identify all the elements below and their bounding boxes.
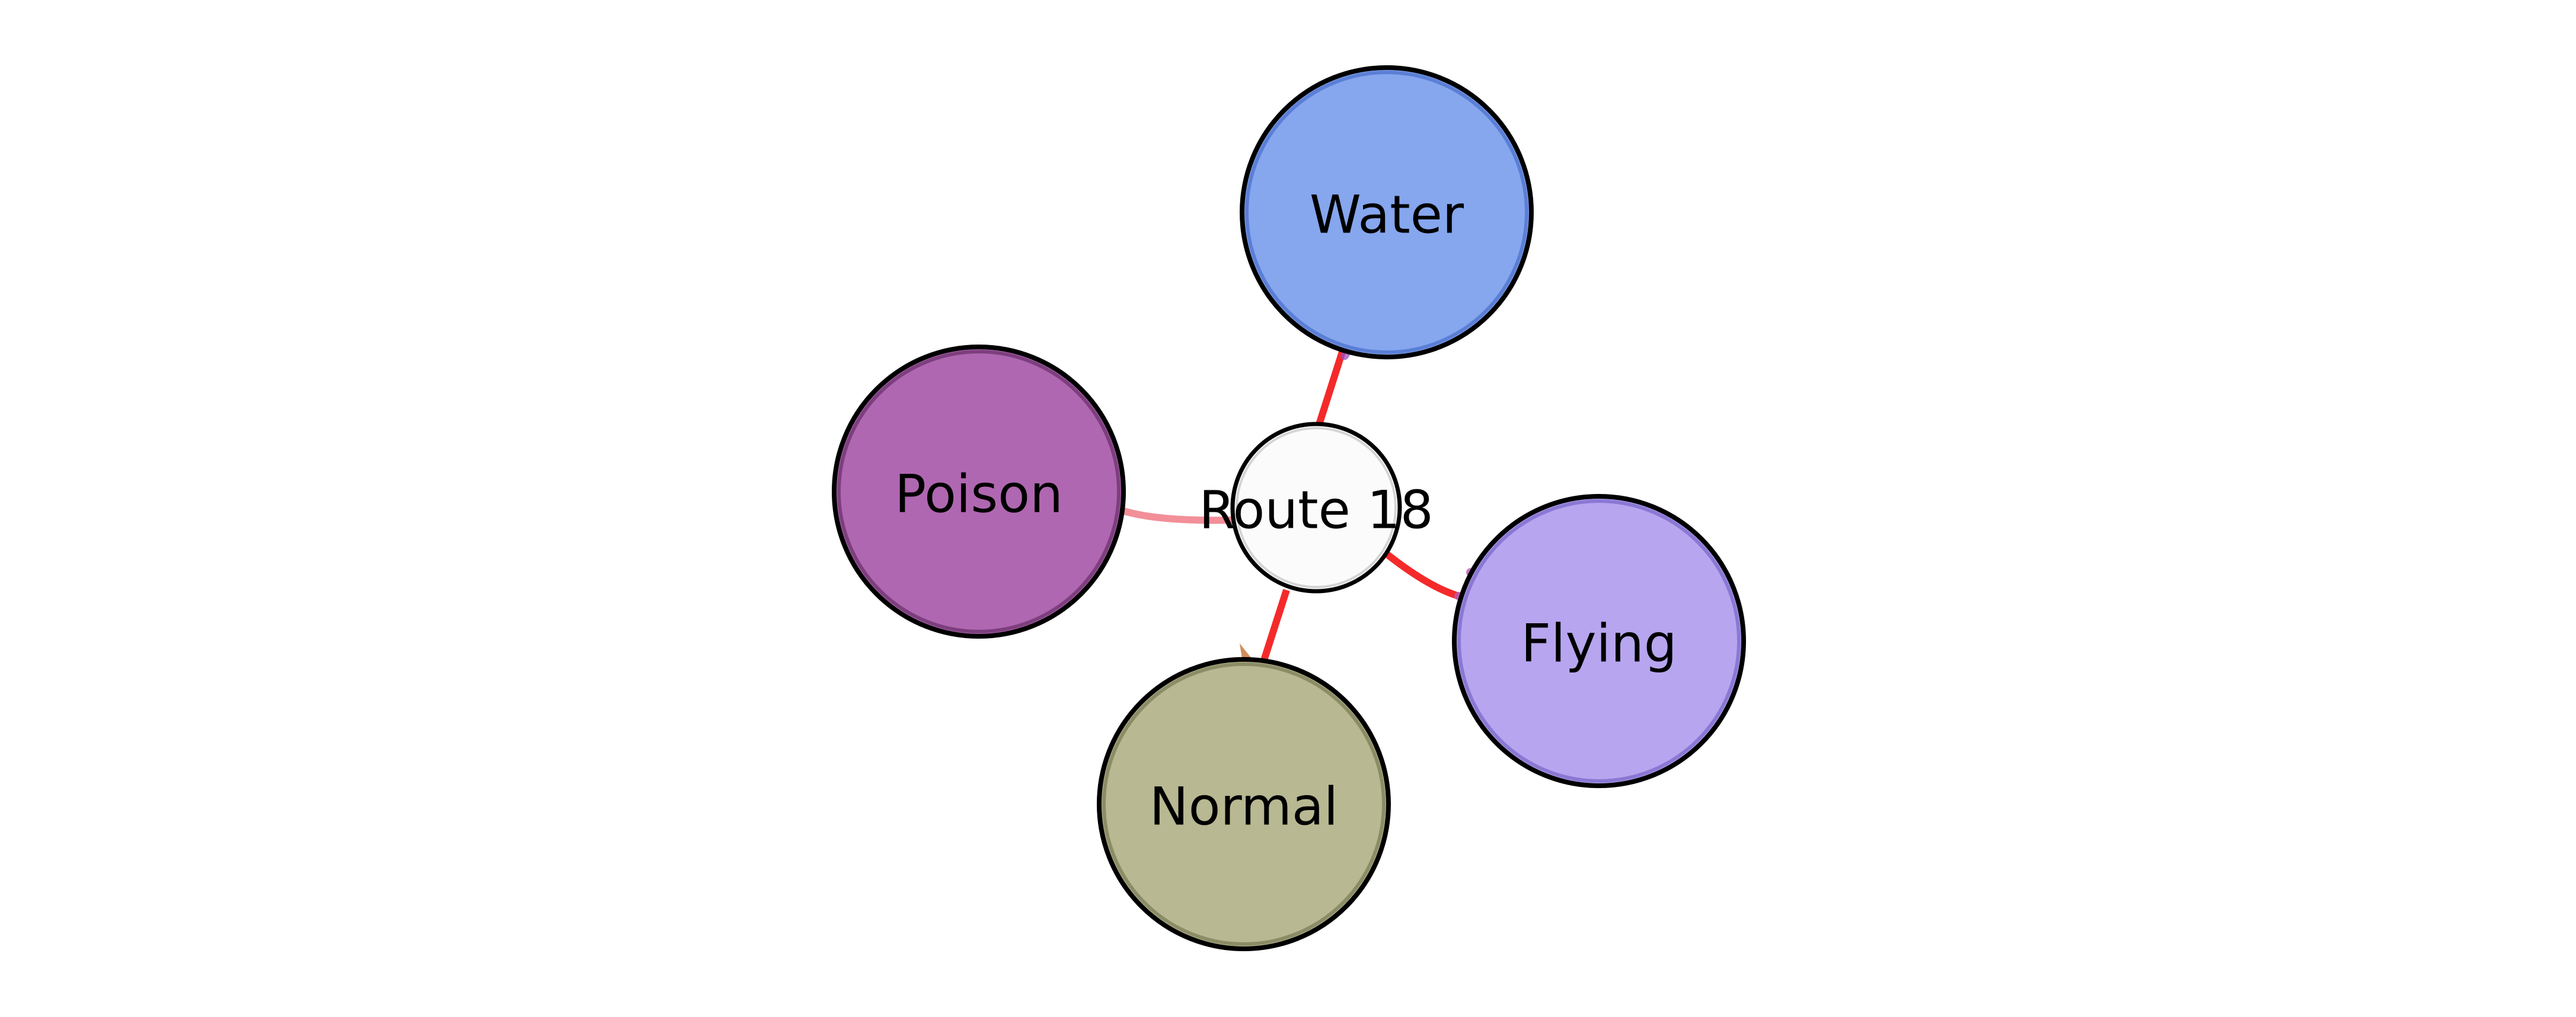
edge-flying: [1385, 551, 1460, 600]
node-poison[interactable]: Poison: [832, 345, 1126, 639]
node-poison-label: Poison: [895, 464, 1063, 525]
node-route-18[interactable]: Route 18: [1199, 422, 1434, 594]
node-route-18-circle: [1230, 422, 1402, 594]
node-water[interactable]: Water: [1240, 65, 1534, 359]
node-flying[interactable]: Flying: [1452, 494, 1746, 788]
node-poison-circle: [832, 345, 1126, 639]
node-normal[interactable]: Normal: [1097, 657, 1391, 951]
node-normal-circle: [1097, 657, 1391, 951]
node-water-circle: [1240, 65, 1534, 359]
node-route-18-label: Route 18: [1199, 480, 1433, 541]
node-water-label: Water: [1310, 184, 1464, 246]
node-flying-label: Flying: [1521, 613, 1677, 674]
node-flying-circle: [1452, 494, 1746, 788]
node-normal-label: Normal: [1150, 776, 1338, 837]
edge-poison: [1119, 506, 1236, 524]
